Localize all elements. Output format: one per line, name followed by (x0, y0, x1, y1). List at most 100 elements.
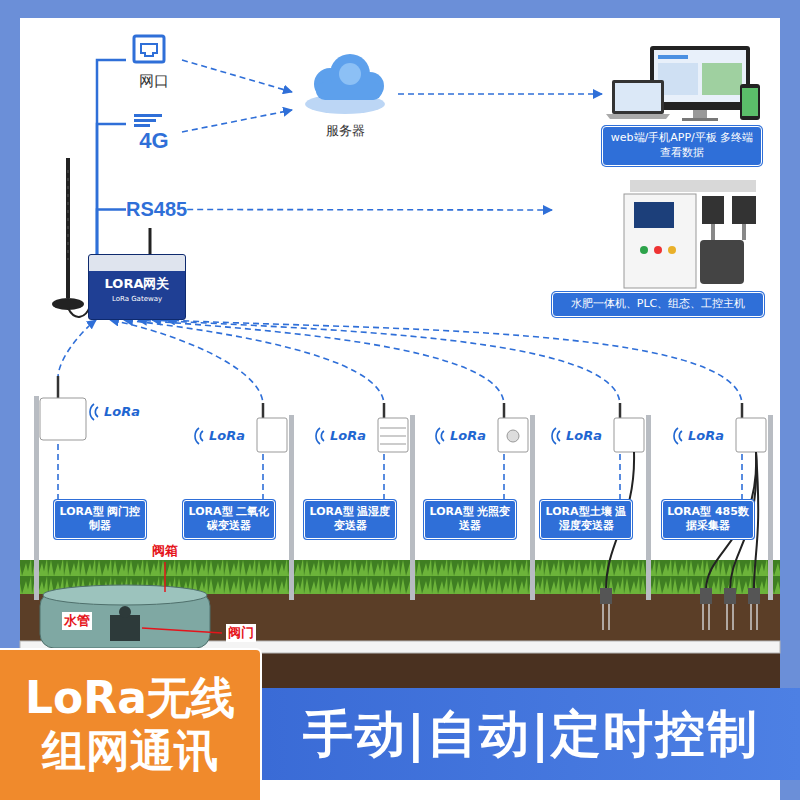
soil-probe (750, 604, 752, 630)
signal-arrow (152, 320, 620, 500)
soil-probe (748, 588, 760, 604)
terminal-screens (740, 84, 760, 120)
fertigation-machine (742, 224, 746, 240)
node-text: LORA型 光照变送器 (429, 505, 511, 534)
terminal-screens (650, 46, 750, 110)
soil-probe (608, 604, 610, 630)
terminal-screens (682, 118, 718, 121)
terminal-screens (606, 46, 760, 121)
network-port-icon (134, 36, 164, 62)
sensor-pole (34, 396, 39, 600)
node-text: 4G (126, 128, 182, 154)
fertigation-machine (624, 180, 756, 288)
lora-wave-icon (90, 404, 682, 444)
fertigation-machine (702, 196, 724, 224)
signal-arrow (182, 60, 292, 92)
sensor-head (380, 444, 406, 445)
fertigation-machine (700, 240, 744, 284)
fertigation-machine (654, 246, 662, 254)
rs485-node: RS485 (126, 198, 187, 221)
leader-line (164, 562, 166, 592)
sensor-head (614, 418, 644, 452)
gateway-antenna (68, 306, 90, 317)
valve-box (119, 606, 131, 618)
controller-node: 水肥一体机、PLC、组态、工控主机 (552, 176, 764, 317)
fertigation-machine (624, 194, 696, 288)
part-label: 阀门 (226, 624, 256, 642)
terminal-screens (693, 110, 707, 118)
signal-arrow (187, 209, 552, 211)
fertigation-machine (711, 224, 715, 240)
soil-probe (603, 604, 757, 630)
bus-line (97, 124, 126, 254)
sensor-label: LORA型 485数据采集器 (662, 500, 754, 539)
server-node: 服务器 (292, 46, 398, 140)
sensor-pole (34, 396, 773, 600)
valve-box (110, 615, 140, 641)
node-text: LoRa无线 组网通讯 (10, 672, 250, 778)
node-text: web端/手机APP/平板 多终端查看数据 (602, 126, 762, 166)
part-label: 阀箱 (150, 542, 180, 560)
sensor-pole (768, 415, 773, 600)
lora-wave-icon (436, 428, 444, 444)
server-cloud-icon (339, 63, 361, 85)
terminal-screens (606, 114, 670, 119)
sensor-head (741, 403, 744, 418)
fertigation-machine (634, 202, 674, 228)
gateway-antenna (66, 158, 70, 298)
feature-panel: LoRa无线 组网通讯 (0, 648, 262, 800)
network-port-node: 网口 (126, 34, 182, 91)
leader-line (142, 628, 222, 633)
fertigation-machine (732, 196, 756, 224)
terminal-node: web端/手机APP/平板 多终端查看数据 (602, 42, 762, 166)
bus-line (97, 210, 126, 255)
fertigation-machine (668, 246, 676, 254)
valve-box (43, 585, 207, 605)
sensor-pole (530, 415, 535, 600)
lora-wave-icon (195, 428, 203, 444)
4g-icon (134, 114, 162, 127)
lora-logo: LoRa (209, 428, 245, 443)
soil-probe (726, 604, 728, 630)
terminal-screens (658, 55, 688, 59)
feature-bar: 手动|自动|定时控制 (262, 688, 800, 780)
sensor-head (736, 418, 766, 452)
node-text: LORA型 温湿度变送器 (309, 505, 391, 534)
leader-line (142, 562, 222, 633)
valve-box (40, 585, 210, 648)
node-text: 水肥一体机、PLC、组态、工控主机 (552, 292, 764, 317)
sensor-head (57, 376, 60, 398)
sensor-head (507, 430, 519, 442)
sensor-label: LORA型 阀门控制器 (54, 500, 146, 539)
fertigation-machine (640, 246, 648, 254)
signal-arrow (398, 93, 602, 95)
soil-probe (754, 452, 758, 590)
gateway-antenna (68, 170, 69, 260)
soil-probe (602, 604, 604, 630)
node-text: LoRa Gateway (93, 295, 181, 303)
terminal-screens (612, 80, 664, 114)
signal-arrow (138, 320, 504, 500)
server-cloud-icon (305, 54, 385, 114)
terminal-screens (654, 50, 746, 102)
fertigation-machine (630, 180, 756, 192)
signal-arrow (166, 320, 742, 500)
network-port-icon (134, 36, 164, 62)
sensor-head (380, 436, 406, 437)
lora-logo: LoRa (104, 404, 140, 419)
node-text: LORA型 阀门控制器 (59, 505, 141, 534)
sensor-label: LORA型 温湿度变送器 (304, 500, 396, 539)
lora-wave-icon (90, 404, 98, 420)
soil-probe (708, 604, 710, 630)
gateway-antenna (149, 228, 152, 254)
soil-probe (700, 588, 712, 604)
4g-icon (134, 124, 150, 127)
part-label: 水管 (62, 612, 92, 630)
sensor-pole (289, 415, 294, 600)
node-text: LORA型 二氧化碳变送器 (188, 505, 270, 534)
sensor-head (378, 418, 408, 452)
lora-logo: LoRa (450, 428, 486, 443)
sensor-head (257, 418, 287, 452)
